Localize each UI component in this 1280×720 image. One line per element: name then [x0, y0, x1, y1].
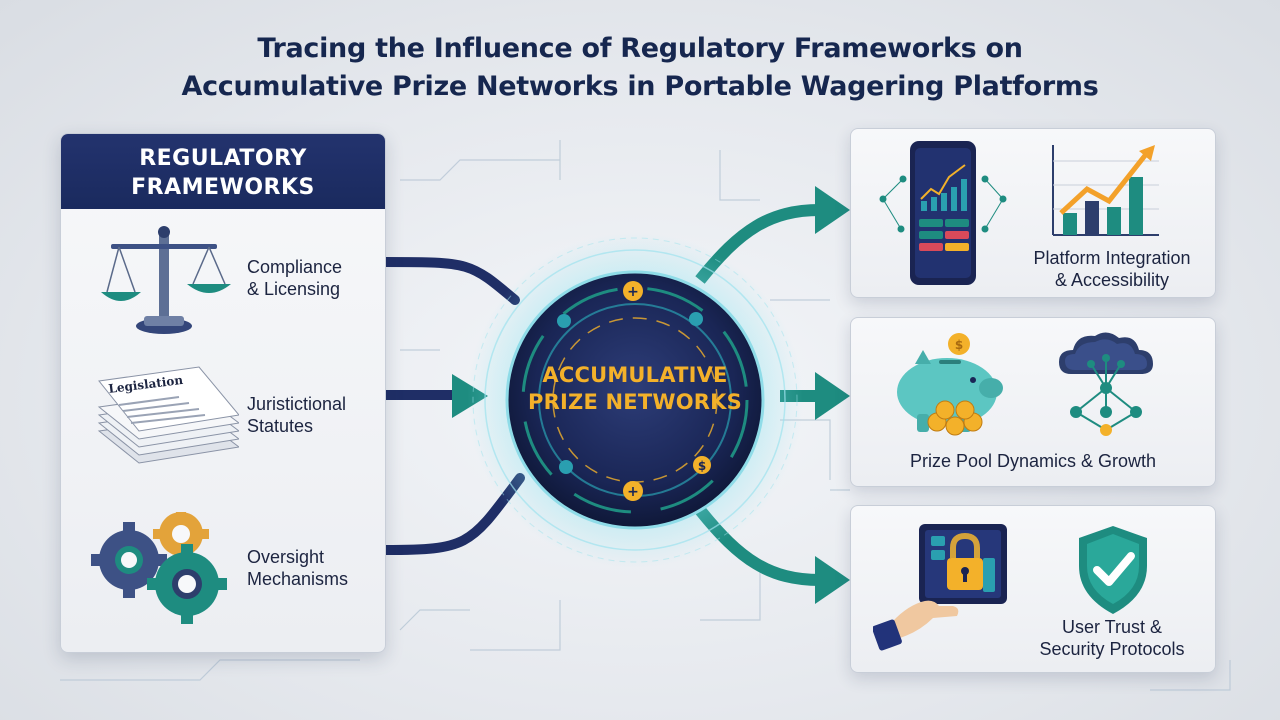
node-dot-icon	[557, 314, 571, 328]
center-label: ACCUMULATIVE PRIZE NETWORKS	[528, 363, 742, 414]
svg-text:$: $	[955, 338, 963, 352]
panel-header: REGULATORY FRAMEWORKS	[61, 134, 385, 209]
circuit-lines	[60, 140, 1231, 691]
coin-plus-bottom-icon: +	[623, 481, 643, 501]
smartphone-dashboard-icon	[879, 141, 1007, 285]
title-line-2: Accumulative Prize Networks in Portable …	[181, 71, 1099, 102]
arrow-security	[815, 556, 850, 604]
coin-plus-top-icon: +	[623, 281, 643, 301]
coin-dollar-icon: $	[693, 456, 711, 474]
header-line-1: REGULATORY	[139, 146, 307, 171]
arrow-platform	[815, 186, 850, 234]
connector-compliance	[380, 257, 520, 305]
item-compliance: Compliance & Licensing	[61, 222, 385, 342]
shield-check-icon	[1079, 526, 1147, 614]
legislation-documents-icon: Legislation	[97, 366, 239, 464]
item-oversight: Oversight Mechanisms	[61, 512, 385, 632]
card-prize-pool-label: Prize Pool Dynamics & Growth	[909, 451, 1157, 471]
card-security-label: User Trust & Security Protocols	[1039, 617, 1185, 659]
svg-text:+: +	[627, 484, 639, 500]
title-line-1: Tracing the Influence of Regulatory Fram…	[257, 33, 1023, 64]
page-title: Tracing the Influence of Regulatory Fram…	[0, 30, 1280, 106]
item-statutes: Legislation Juristictional Statutes	[61, 359, 385, 479]
accumulative-prize-networks-hub: + + $ ACCUMULATIVE PRIZE NETWORKS	[490, 255, 780, 545]
center-orb: + + $	[505, 270, 765, 530]
cloud-network-icon	[1059, 332, 1153, 436]
card-platform-integration: Platform Integration & Accessibility	[850, 128, 1216, 298]
card-prize-pool: $ Prize Pool Dynamics & Growth	[850, 317, 1216, 487]
arrow-prize-pool	[815, 372, 850, 420]
growth-bar-chart-icon	[1052, 145, 1159, 236]
svg-text:+: +	[627, 284, 639, 300]
card-platform-label: Platform Integration & Accessibility	[1033, 248, 1191, 290]
hand-tablet-lock-icon	[873, 524, 1007, 651]
svg-text:$: $	[698, 459, 706, 473]
node-dot-icon	[689, 312, 703, 326]
regulatory-frameworks-panel: REGULATORY FRAMEWORKS Compliance & Licen…	[60, 133, 386, 653]
gears-icon	[91, 512, 227, 624]
item-oversight-label: Oversight Mechanisms	[247, 547, 349, 589]
card-security: User Trust & Security Protocols	[850, 505, 1216, 673]
header-line-2: FRAMEWORKS	[131, 175, 315, 200]
scales-of-justice-icon	[101, 226, 231, 334]
piggy-bank-coins-icon: $	[897, 333, 1003, 436]
node-dot-icon	[559, 460, 573, 474]
item-statutes-label: Juristictional Statutes	[247, 394, 347, 436]
item-compliance-label: Compliance & Licensing	[247, 257, 343, 299]
